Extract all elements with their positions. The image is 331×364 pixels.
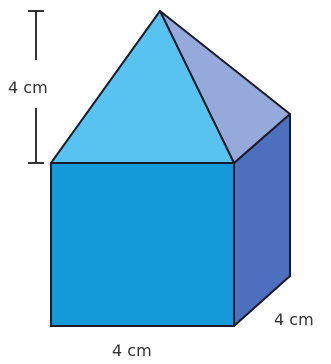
cube-front-face: [50, 162, 235, 327]
pyramid-height-label: 4 cm: [8, 78, 48, 97]
height-dimension-marker: [28, 10, 44, 164]
pyramid-front-face: [50, 10, 235, 164]
base-depth-label: 4 cm: [274, 310, 314, 329]
base-front-width-label: 4 cm: [112, 341, 152, 360]
